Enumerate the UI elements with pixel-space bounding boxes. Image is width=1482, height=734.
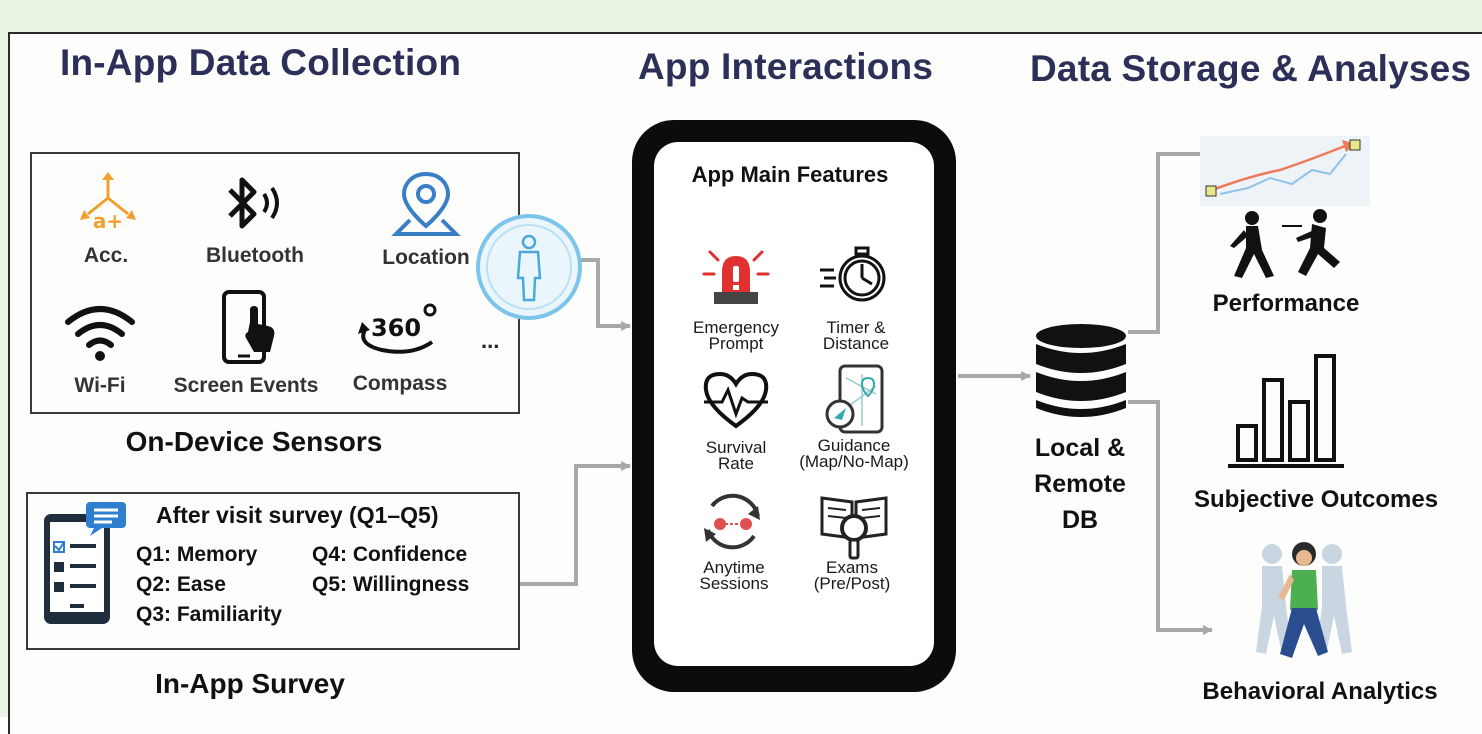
feature-timer: Timer &Distance [822,318,890,353]
app-features-title: App Main Features [691,162,889,187]
feature-timer-line2: Distance [822,334,890,353]
feature-emergency-line2: Prompt [708,334,764,353]
feature-guidance-line2: (Map/No-Map) [799,452,909,471]
runners-icon [1230,209,1340,278]
survey-question-q3: Q3: Familiarity [136,603,282,626]
survey-question-q5: Q5: Willingness [312,573,470,596]
feature-survival-line2: Rate [718,454,754,473]
sensor-more-ellipsis: ... [481,328,500,353]
connector-arrows [518,149,1219,635]
alarm-siren-icon [702,250,770,304]
accelerometer-icon: a+ [80,172,136,232]
feature-sessions-line1: Anytime [703,558,765,577]
db-label-line3: DB [1061,506,1099,534]
map-guidance-icon [825,364,884,434]
touch-screen-icon [222,290,275,364]
svg-text:a+: a+ [93,209,123,232]
app-phone-screen [654,142,934,666]
sensors-heading: On-Device Sensors [125,426,383,457]
feature-sessions-line2: Sessions [699,574,769,593]
survey-phone-icon [44,502,126,624]
feature-timer-line1: Timer & [826,318,886,337]
arrow-sensors-to-app [578,258,631,331]
output-label-performance: Performance [1212,290,1360,317]
survey-question-q4: Q4: Confidence [312,543,468,566]
sensor-label-screen-events: Screen Events [173,374,319,397]
survey-question-q1: Q1: Memory [136,543,258,566]
sensor-label-location: Location [382,246,470,269]
output-label-behavioral: Behavioral Analytics [1202,678,1438,705]
section-title-interactions: App Interactions [638,46,934,87]
svg-text:360: 360 [371,314,421,342]
sensor-label-acc: Acc. [83,244,129,267]
database-icon [1036,324,1126,417]
survey-question-q2: Q2: Ease [136,573,226,596]
exam-search-icon [820,496,888,560]
compass-360-icon: 360 [358,303,437,354]
bar-chart-icon [1228,354,1344,468]
heartbeat-icon [703,371,769,429]
survey-heading: In-App Survey [155,668,345,699]
sensor-label-bluetooth: Bluetooth [206,244,304,267]
db-label-line2: Remote [1034,470,1126,498]
db-label-line1: Local & [1034,434,1126,462]
performance-trend-icon [1200,136,1370,206]
feature-exams-line1: Exams [826,558,878,577]
arrow-db-to-performance [1128,149,1219,334]
section-title-collection: In-App Data Collection [60,42,462,83]
arrow-db-to-behavior [1128,400,1213,635]
survey-title: After visit survey (Q1–Q5) [156,502,439,528]
feature-guidance: Guidance(Map/No-Map) [799,436,909,471]
section-title-storage: Data Storage & Analyses [1030,48,1472,89]
feature-emergency-line1: Emergency [693,318,779,337]
arrow-survey-to-app [518,461,631,586]
wifi-icon [65,306,135,361]
feature-survival-line1: Survival [705,438,767,457]
feature-guidance-line1: Guidance [817,436,891,455]
user-person-icon [476,214,582,320]
bluetooth-icon [228,177,279,229]
stopwatch-icon [820,246,886,302]
output-label-subjective: Subjective Outcomes [1194,486,1439,513]
walking-person-icon [1256,542,1352,658]
location-pin-icon [391,171,461,236]
feature-exams-line2: (Pre/Post) [813,574,891,593]
session-cycle-icon [704,493,760,550]
sensor-label-wifi: Wi-Fi [74,374,126,397]
sensor-label-compass: Compass [352,372,448,395]
feature-exams: Exams(Pre/Post) [813,558,891,593]
